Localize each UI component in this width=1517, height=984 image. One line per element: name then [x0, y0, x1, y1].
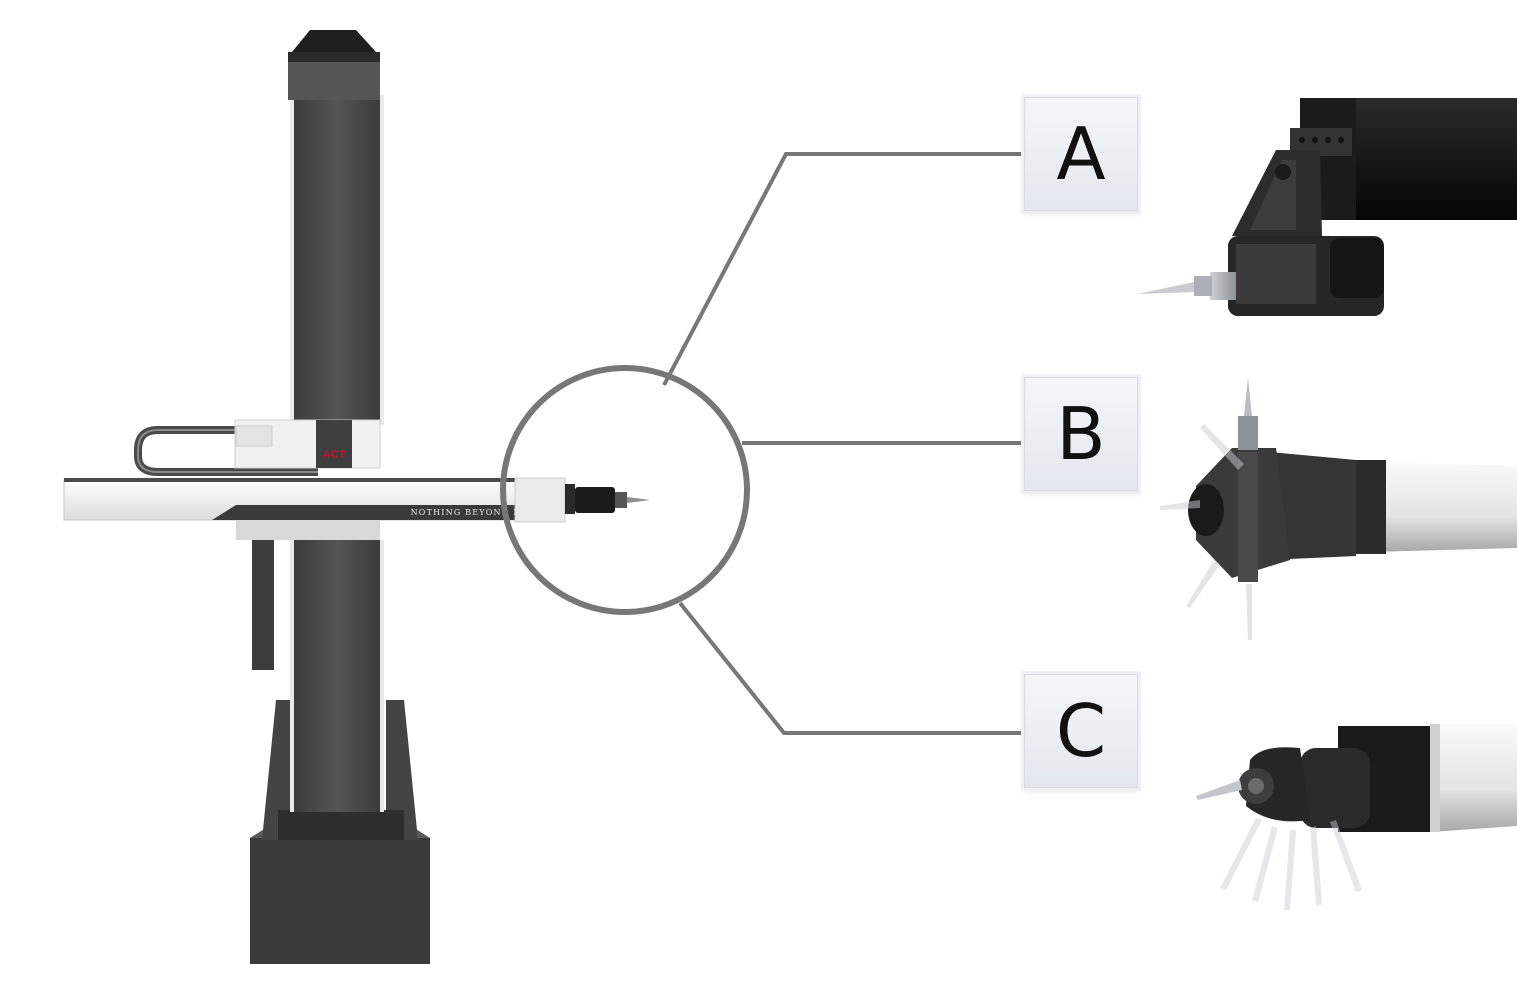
option-b-image: [1160, 378, 1517, 640]
gantry-machine: ACT NOTHING BEYOND MEASURE: [63, 30, 650, 964]
magnifier: [500, 365, 750, 615]
hanging-plate: [252, 540, 274, 670]
spindle-motor: [575, 487, 615, 513]
callout-c-letter: C: [1055, 689, 1107, 773]
magnifier-circle: [500, 365, 750, 615]
connector-c: [678, 601, 1022, 735]
connectors: [662, 152, 1022, 735]
callout-b-letter: B: [1056, 392, 1106, 476]
callout-a-letter: A: [1056, 112, 1106, 196]
drill-bit: [627, 497, 650, 503]
lower-column: [294, 540, 380, 812]
option-a-image: [1138, 98, 1517, 316]
upper-column: [294, 95, 380, 425]
machine-base: [250, 838, 430, 964]
option-c-image: [1196, 724, 1517, 910]
brand-logo: ACT: [323, 449, 346, 461]
callout-c-box: C: [1024, 674, 1138, 788]
callout-a-box: A: [1024, 97, 1138, 211]
connector-a: [662, 152, 1022, 386]
callout-b-box: B: [1024, 377, 1138, 491]
arm-slogan: NOTHING BEYOND MEASURE: [411, 508, 566, 517]
